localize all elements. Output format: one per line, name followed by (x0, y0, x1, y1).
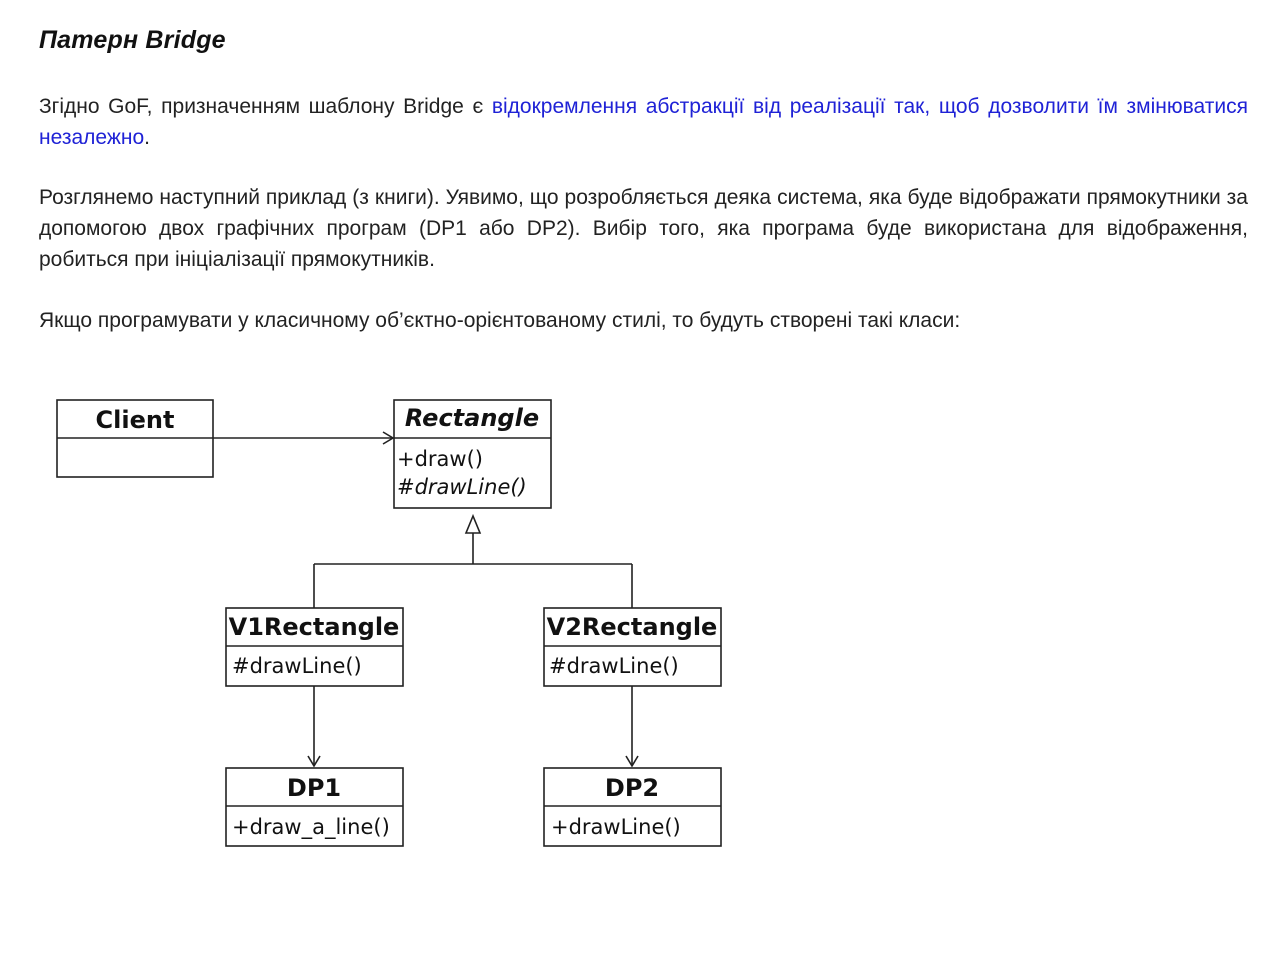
inheritance-connector (313, 513, 633, 608)
intro-text: Згідно GoF, призначенням шаблону Bridge … (39, 95, 492, 118)
intro-paragraph: Згідно GoF, призначенням шаблону Bridge … (39, 91, 1248, 153)
classes-paragraph: Якщо програмувати у класичному об’єктно-… (39, 309, 961, 332)
class-dp2: DP2 +drawLine() (543, 767, 722, 847)
class-rectangle-member-draw: +draw() (397, 447, 483, 471)
page-title: Патерн Bridge (39, 26, 226, 54)
class-v1rectangle: V1Rectangle #drawLine() (225, 607, 404, 687)
class-dp2-name: DP2 (605, 774, 659, 802)
example-paragraph: Розглянемо наступний приклад (з книги). … (39, 186, 1248, 271)
uml-class-diagram: Client Rectangle +draw() #drawLine() V1R… (56, 399, 722, 847)
class-rectangle-box (393, 399, 552, 509)
class-rectangle: Rectangle +draw() #drawLine() (393, 399, 552, 509)
class-dp1-member: +draw_a_line() (232, 815, 390, 840)
class-v1rectangle-member: #drawLine() (232, 654, 362, 678)
class-v2rectangle-box (543, 607, 722, 687)
class-dp1: DP1 +draw_a_line() (225, 767, 404, 847)
class-v2rectangle-name: V2Rectangle (547, 613, 718, 641)
class-dp1-box (225, 767, 404, 847)
class-dp1-name: DP1 (287, 774, 341, 802)
class-dp2-box (543, 767, 722, 847)
class-v2rectangle-member: #drawLine() (549, 654, 679, 678)
class-client: Client (56, 399, 214, 478)
class-v1rectangle-name: V1Rectangle (229, 613, 400, 641)
class-dp2-member: +drawLine() (551, 815, 681, 839)
inheritance-triangle (464, 513, 482, 534)
class-v2rectangle: V2Rectangle #drawLine() (543, 607, 722, 687)
class-rectangle-member-drawline: #drawLine() (397, 475, 527, 499)
class-client-name: Client (96, 406, 175, 434)
intent-highlight: відокремлення абстракції від реалізації … (39, 95, 1248, 149)
intro-end: . (144, 126, 150, 149)
class-rectangle-name: Rectangle (405, 404, 539, 432)
class-v1rectangle-box (225, 607, 404, 687)
